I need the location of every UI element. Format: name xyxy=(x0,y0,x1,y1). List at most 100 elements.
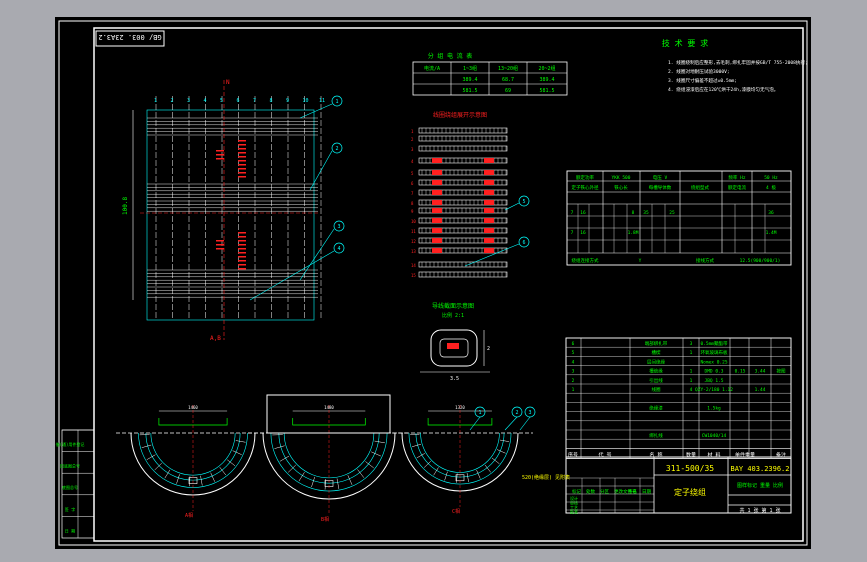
phase-mark xyxy=(238,252,246,254)
winding-layer xyxy=(418,127,508,134)
callout-circle xyxy=(511,406,523,418)
param-cell: 8 xyxy=(632,210,635,216)
winding-layer xyxy=(418,179,508,186)
phase-mark xyxy=(238,168,246,170)
phase-mark xyxy=(238,152,246,154)
parts-cell: 2 xyxy=(572,378,575,384)
phase-mark xyxy=(238,176,246,178)
callout-circle xyxy=(474,406,486,418)
layer-number: 7 xyxy=(411,191,414,196)
rev-label: 更改文件号 xyxy=(614,488,637,495)
layer-number: 8 xyxy=(411,201,414,206)
layer-number: 3 xyxy=(411,147,414,152)
param-subheader: 绕组型式 xyxy=(691,184,709,191)
winding-layer xyxy=(418,237,508,244)
phase-a-slot xyxy=(432,190,442,195)
param-cell: 25 xyxy=(669,210,675,216)
phase-b-slot xyxy=(484,190,494,195)
detail-h: 2 xyxy=(487,346,490,352)
wiring-cell: 389.4 xyxy=(462,77,477,83)
phase-b-slot xyxy=(484,248,494,253)
parts-cell: 绝缘漆 xyxy=(649,404,663,411)
phase-mark xyxy=(238,160,246,162)
leader-line xyxy=(299,228,335,281)
layer-number: 12 xyxy=(411,239,416,244)
tech-req-item: 4. 绕组浸漆后应在120℃烘干24h,漆膜均匀无气泡。 xyxy=(668,86,778,93)
phase-mark xyxy=(238,240,246,242)
phase-mark xyxy=(238,140,246,142)
param-footer: Y xyxy=(639,258,642,264)
section-dim: 1460 xyxy=(188,405,198,410)
rev-label: 处数 xyxy=(586,488,595,495)
phase-b-slot xyxy=(484,180,494,185)
parts-header: 数量 xyxy=(686,451,696,458)
phase-a-slot xyxy=(432,200,442,205)
winding-layer xyxy=(418,199,508,206)
drawing-name: 定子绕组 xyxy=(674,487,706,497)
wiring-cell: 1~3组 xyxy=(463,65,477,72)
section-arc xyxy=(262,432,396,500)
parts-cell: 5 xyxy=(572,350,575,356)
phase-mark xyxy=(216,158,224,160)
parts-cell: JBQ 1.5 xyxy=(705,378,724,384)
param-header: 频率 Hz xyxy=(728,174,745,181)
parts-cell: DMD 0.3 xyxy=(705,369,724,375)
slot-number: 9 xyxy=(286,98,289,104)
layer-number: 6 xyxy=(411,181,414,186)
parts-cell: 1 xyxy=(572,387,575,393)
parts-cell: 6 xyxy=(572,341,575,347)
param-cell: 1.4M xyxy=(766,230,777,236)
phase-b-slot xyxy=(484,158,494,163)
role-label: 批准 xyxy=(570,509,578,515)
parts-header: 代 号 xyxy=(598,451,611,458)
slot-number: 8 xyxy=(270,98,273,104)
stamp-label: 底图总号 xyxy=(62,484,78,490)
phase-mark xyxy=(216,154,224,156)
phase-mark xyxy=(238,260,246,262)
wiring-cell: 13~20组 xyxy=(498,65,518,72)
param-footer: 绕组连接方式 xyxy=(572,257,599,264)
param-subheader: 铁心长 xyxy=(614,184,628,191)
detail-sub: 比例 2:1 xyxy=(442,312,464,319)
dim-top-label: N xyxy=(226,79,230,86)
parts-header: 备注 xyxy=(776,451,786,458)
callout-circle xyxy=(333,242,345,254)
role-label: 设计 xyxy=(570,495,578,501)
parts-cell: 0.15 xyxy=(735,369,746,375)
tech-req-item: 3. 线圈尺寸偏差不超过±0.5mm; xyxy=(668,77,737,84)
rev-label: 分区 xyxy=(600,488,609,495)
rev-label: 标记 xyxy=(572,488,581,495)
param-header: 电压 V xyxy=(653,174,668,181)
section-arc xyxy=(150,432,236,476)
parts-cell: 绑扎线 xyxy=(649,432,663,439)
phase-mark xyxy=(238,232,246,234)
parts-cell: 0.5mm聚酯带 xyxy=(700,341,728,347)
winding-layer xyxy=(418,135,508,142)
section-dim: 1320 xyxy=(455,405,465,410)
param-subheader: 额定电流 xyxy=(728,184,746,191)
slot-number: 10 xyxy=(303,98,309,104)
param-subheader: 4 极 xyxy=(766,184,776,191)
winding-layer xyxy=(418,145,508,152)
param-header: YKK 500 xyxy=(612,175,631,181)
stamp-label: 签 字 xyxy=(65,506,75,512)
role-label: 工艺 xyxy=(570,505,578,510)
callout-circle xyxy=(524,406,536,418)
wiring-cell: 581.5 xyxy=(539,88,554,94)
rev-label: 日期 xyxy=(642,489,651,495)
bottom-note: 520(绝缘层) 见附表 xyxy=(522,474,570,481)
callout-circle xyxy=(518,236,530,248)
phase-mark xyxy=(216,248,224,250)
inner-frame xyxy=(93,27,804,542)
phase-b-slot xyxy=(484,228,494,233)
parts-header: 材 料 xyxy=(707,451,720,458)
winding-layer xyxy=(418,189,508,196)
leader-line xyxy=(299,103,333,119)
drawing-sheet xyxy=(55,17,811,549)
detail-caption: 导线截面示意图 xyxy=(432,302,474,310)
phase-label: C相 xyxy=(452,508,460,515)
